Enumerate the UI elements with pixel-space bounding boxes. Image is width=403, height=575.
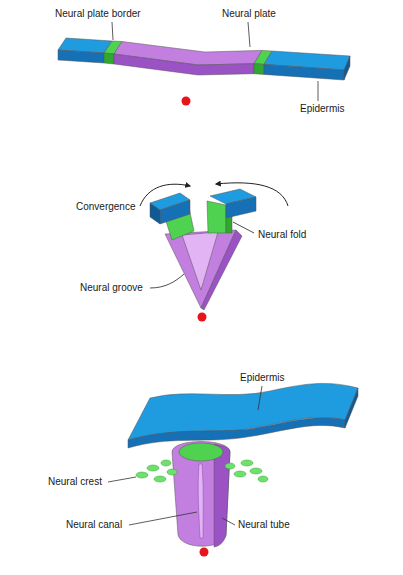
epidermis-side	[58, 50, 104, 63]
groove-inner	[182, 232, 218, 290]
groove-wall	[165, 230, 236, 308]
leader-line	[108, 477, 136, 482]
neural-tube-figure	[128, 383, 358, 547]
plate-side	[114, 54, 254, 75]
crest-cell	[250, 468, 262, 474]
crest-cell	[234, 471, 246, 477]
neural-tube-side	[214, 444, 230, 547]
convergence-arrow	[216, 183, 288, 206]
leader-lines	[108, 386, 262, 525]
neural-canal	[198, 464, 203, 538]
neural-crest-cells	[136, 460, 268, 482]
epidermis-sheet-edge	[128, 418, 345, 448]
leader-line	[233, 222, 254, 233]
neural-fold	[207, 201, 226, 233]
neural-plate-slab	[58, 38, 350, 80]
part-label: Neural fold	[258, 229, 306, 241]
border-side	[254, 64, 264, 75]
neural-tube	[172, 442, 230, 547]
convergence-arrow	[140, 184, 190, 206]
crest-cell	[258, 476, 268, 482]
part-label: Convergence	[76, 201, 135, 213]
crest-cell	[241, 460, 253, 466]
crest-cell	[161, 460, 171, 466]
epidermis-end	[150, 203, 160, 224]
crest-cell	[167, 469, 177, 475]
epidermis-end	[344, 56, 350, 80]
epidermis-front	[226, 197, 256, 218]
leader-line	[318, 81, 319, 101]
epidermis-sheet-end	[345, 388, 358, 428]
part-label: Neural plate	[222, 8, 276, 20]
notochord-dot	[200, 548, 209, 557]
part-label: Neural tube	[238, 519, 290, 531]
notochord-dot	[198, 313, 207, 322]
crest-cell	[136, 472, 148, 478]
part-label: Neural groove	[80, 282, 143, 294]
epidermis-side	[264, 64, 344, 80]
neural-crest-cap	[179, 443, 223, 461]
crest-cell	[154, 476, 166, 482]
crest-cell	[225, 463, 235, 469]
leader-line	[222, 518, 235, 525]
part-label: Neural canal	[66, 519, 122, 531]
leader-line	[112, 22, 113, 40]
leader-lines	[112, 22, 318, 101]
part-label: Neural crest	[48, 476, 102, 488]
notochord-dot	[182, 97, 191, 106]
neural-groove-figure	[150, 189, 256, 310]
part-label: Neural plate border	[55, 8, 141, 20]
epidermis-front	[160, 200, 190, 224]
part-label: Epidermis	[240, 372, 284, 384]
leader-line	[150, 274, 184, 288]
part-label: Epidermis	[300, 103, 344, 115]
leader-line	[258, 386, 262, 410]
leader-line	[129, 512, 197, 525]
leader-line	[248, 22, 250, 47]
crest-cell	[147, 465, 159, 471]
border-side	[104, 53, 114, 64]
